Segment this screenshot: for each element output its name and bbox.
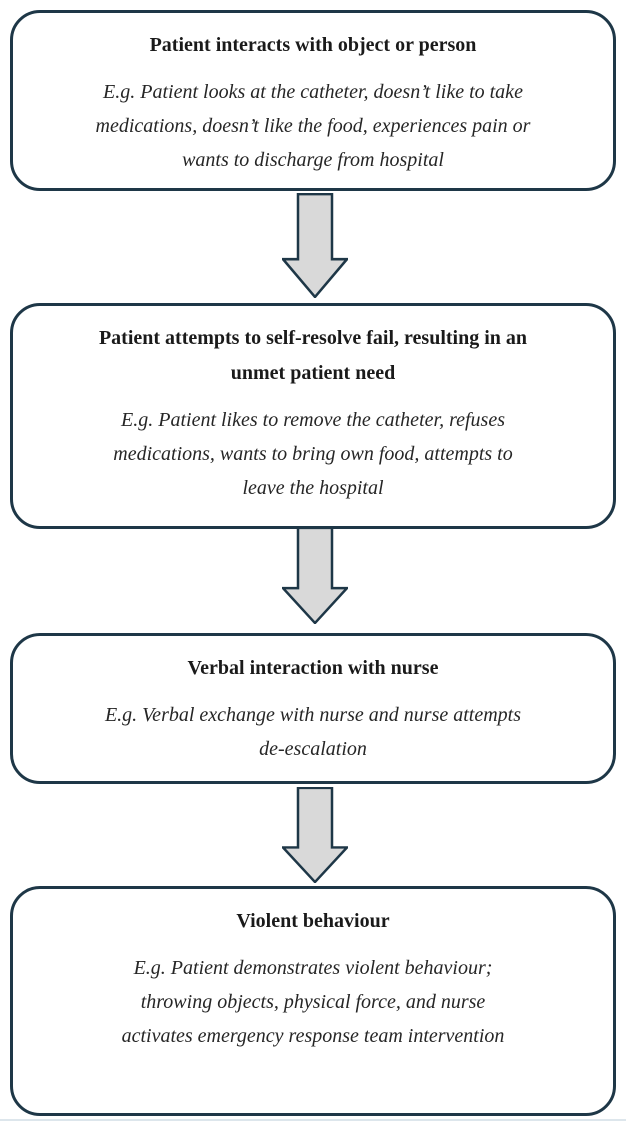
step-example-line: E.g. Patient likes to remove the cathete… — [121, 409, 505, 431]
step-example: E.g. Verbal exchange with nurse and nurs… — [33, 698, 593, 766]
flow-step-verbal-interaction: Verbal interaction with nurse E.g. Verba… — [10, 633, 616, 784]
step-example-line: E.g. Patient looks at the catheter, does… — [103, 81, 523, 103]
step-title-line: Patient attempts to self-resolve fail, r… — [98, 327, 528, 349]
step-title: Patient attempts to self-resolve fail, r… — [33, 321, 593, 391]
bottom-divider — [0, 1119, 626, 1121]
step-example-line: de-escalation — [259, 738, 367, 760]
step-title: Patient interacts with object or person — [33, 28, 593, 63]
step-example-line: throwing objects, physical force, and nu… — [140, 991, 486, 1013]
step-example-line: wants to discharge from hospital — [182, 149, 444, 171]
step-example-line: activates emergency response team interv… — [121, 1025, 505, 1047]
down-arrow-icon — [282, 193, 348, 298]
step-title: Verbal interaction with nurse — [33, 651, 593, 686]
flow-step-unmet-need: Patient attempts to self-resolve fail, r… — [10, 303, 616, 529]
step-example: E.g. Patient looks at the catheter, does… — [33, 75, 593, 177]
step-title-line: Violent behaviour — [236, 910, 390, 932]
step-example-line: leave the hospital — [242, 477, 384, 499]
step-title-line: Verbal interaction with nurse — [187, 657, 439, 679]
step-example-line: E.g. Verbal exchange with nurse and nurs… — [104, 704, 522, 726]
step-example: E.g. Patient demonstrates violent behavi… — [33, 951, 593, 1053]
step-title: Violent behaviour — [33, 904, 593, 939]
flow-step-violent-behaviour: Violent behaviour E.g. Patient demonstra… — [10, 886, 616, 1116]
step-example-line: medications, wants to bring own food, at… — [113, 443, 513, 465]
flow-step-patient-interacts: Patient interacts with object or person … — [10, 10, 616, 191]
down-arrow-icon — [282, 527, 348, 624]
step-example: E.g. Patient likes to remove the cathete… — [33, 403, 593, 505]
step-example-line: E.g. Patient demonstrates violent behavi… — [133, 957, 493, 979]
step-title-line: unmet patient need — [230, 362, 396, 384]
step-example-line: medications, doesn’t like the food, expe… — [95, 115, 531, 137]
step-title-line: Patient interacts with object or person — [149, 34, 477, 56]
down-arrow-icon — [282, 787, 348, 883]
